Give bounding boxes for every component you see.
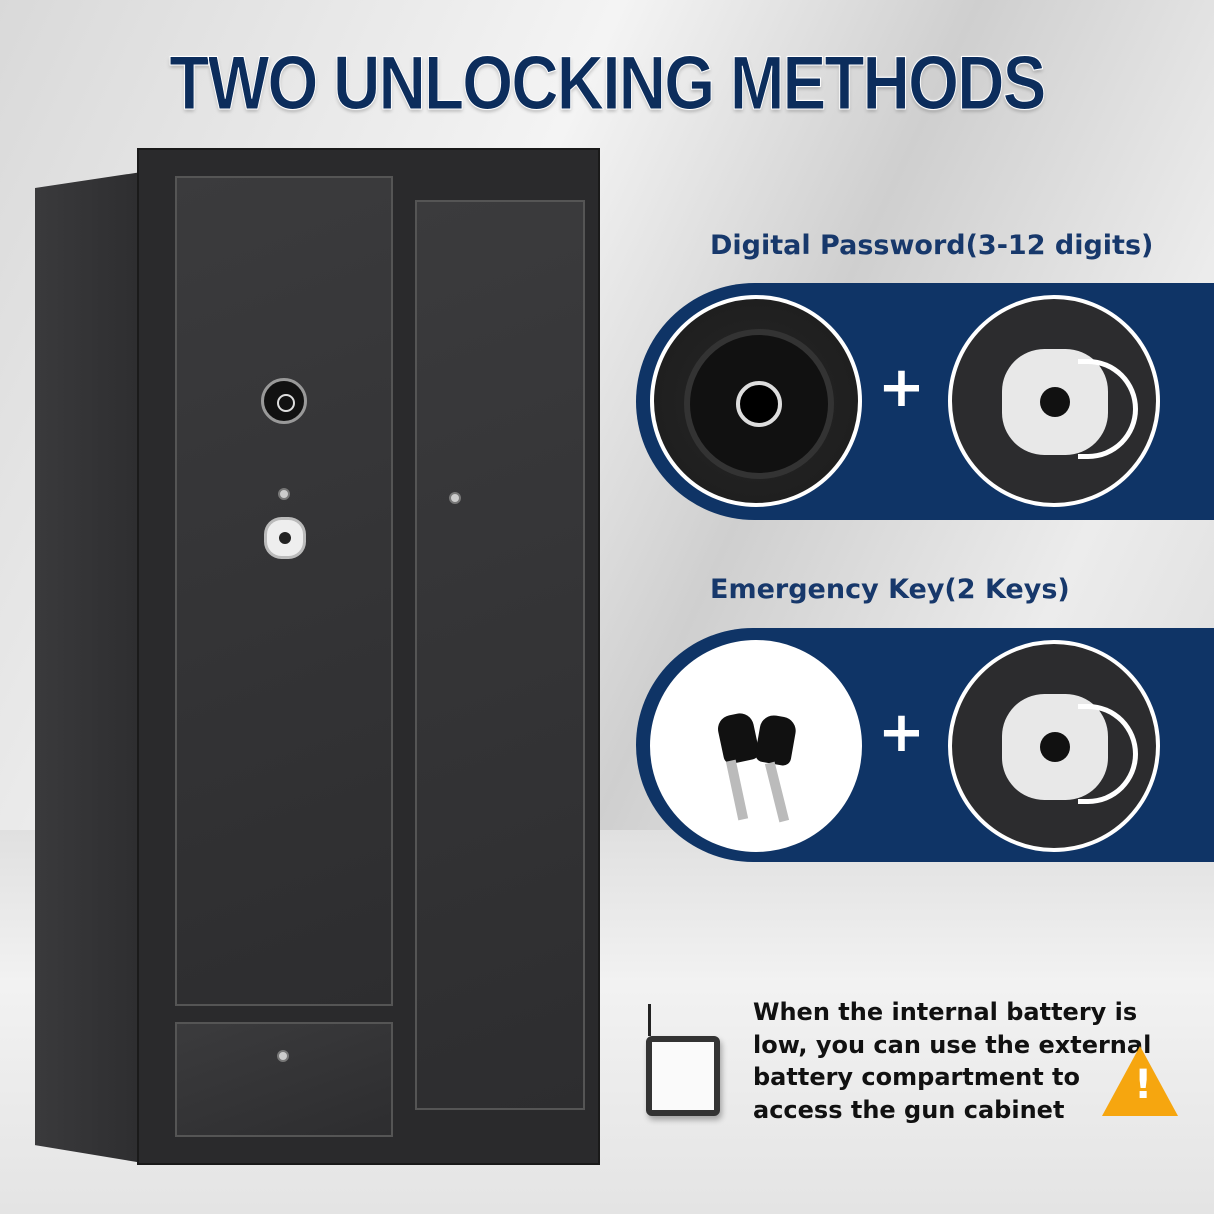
method-1-band: + [636, 283, 1214, 520]
plus-icon: + [878, 700, 925, 765]
right-door [415, 200, 585, 1110]
keypad-lock-icon [261, 378, 307, 424]
note-line: access the gun cabinet [753, 1095, 1065, 1124]
warning-icon: ! [1102, 1046, 1178, 1116]
battery-note: When the internal battery is low, you ca… [753, 996, 1151, 1126]
bottom-drawer [175, 1022, 393, 1137]
handle-knob-icon [267, 520, 303, 556]
plus-icon: + [878, 355, 925, 420]
cabinet-side [35, 170, 155, 1165]
note-line: battery compartment to [753, 1063, 1080, 1091]
note-line: low, you can use the external [753, 1030, 1152, 1059]
external-battery-icon [646, 1036, 720, 1116]
rotate-arrow-icon [1078, 704, 1138, 804]
method-2-band: + [636, 628, 1214, 862]
rotary-handle-icon [948, 640, 1160, 852]
keys-icon [650, 640, 862, 852]
gun-cabinet [137, 148, 600, 1165]
method-2-label: Emergency Key(2 Keys) [710, 574, 1070, 605]
page-title: TWO UNLOCKING METHODS [169, 41, 1047, 127]
warning-mark: ! [1134, 1062, 1153, 1108]
battery-cable-icon [648, 1004, 668, 1036]
rotate-arrow-icon [1078, 359, 1138, 459]
note-line: When the internal battery is [753, 998, 1138, 1026]
method-1-label: Digital Password(3-12 digits) [710, 230, 1154, 261]
left-door [175, 176, 393, 1006]
keyhole-icon [449, 492, 461, 504]
keyhole-icon [278, 488, 290, 500]
keyhole-icon [277, 1050, 289, 1062]
rotary-handle-icon [948, 295, 1160, 507]
digital-keypad-icon [650, 295, 862, 507]
